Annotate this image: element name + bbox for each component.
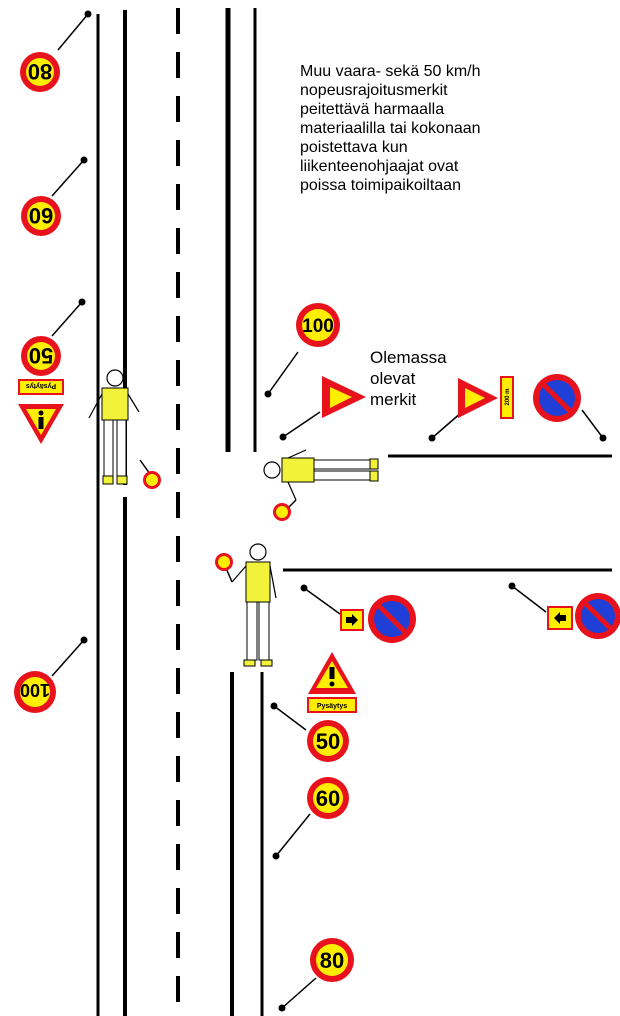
speed-60-text: 60 <box>316 786 340 811</box>
sign-post <box>264 351 299 398</box>
sign-post <box>57 10 92 51</box>
give-way-sign-with-distance: 200 m <box>458 376 514 419</box>
stop-paddle <box>215 553 233 583</box>
existing-line: merkit <box>370 390 417 409</box>
speed-limit-80-sign: 80 <box>310 938 354 982</box>
sign-post <box>508 582 547 613</box>
note-line: liikenteenohjaajat ovat <box>300 158 459 175</box>
note-line: nopeusrajoitusmerkit <box>300 82 448 99</box>
note-line: poissa toimipaikoiltaan <box>300 177 461 194</box>
speed-limit-60-sign-reversed: 60 <box>21 196 61 236</box>
sign-post <box>51 298 86 337</box>
traffic-controller-figure <box>231 543 277 667</box>
speed-50-text: 50 <box>29 343 53 368</box>
road-markings <box>96 8 612 1016</box>
instruction-note: Muu vaara- sekä 50 km/h nopeusrajoitusme… <box>300 62 580 195</box>
speed-limit-100-sign-reversed: 100 <box>14 671 56 713</box>
speed-80-text: 80 <box>28 59 52 84</box>
speed-limit-100-sign: 100 <box>296 303 340 347</box>
distance-plate-text: 200 m <box>505 388 511 405</box>
speed-100-text: 100 <box>302 316 334 337</box>
speed-limit-60-sign: 60 <box>307 777 349 819</box>
speed-limit-50-sign-reversed: 50 <box>21 336 61 376</box>
sign-post <box>581 409 607 442</box>
note-line: peitettävä harmaalla <box>300 101 445 118</box>
sign-post <box>279 411 321 441</box>
note-line: materiaalilla tai kokonaan <box>300 120 481 137</box>
note-line: Muu vaara- sekä 50 km/h <box>300 63 481 80</box>
warning-triangle-sign-reversed <box>18 404 64 444</box>
sign-post <box>270 702 307 731</box>
speed-100-text: 100 <box>20 680 50 700</box>
speed-60-text: 60 <box>29 203 53 228</box>
speed-80-text: 80 <box>320 948 344 973</box>
speed-limit-80-sign-reversed: 80 <box>20 52 60 92</box>
existing-signs-label: Olemassa olevat merkit <box>370 347 447 410</box>
no-parking-sign <box>533 374 581 422</box>
note-line: poistettava kun <box>300 139 408 156</box>
warning-triangle-sign <box>308 652 356 694</box>
stop-label-text: Pysäytys <box>317 703 347 710</box>
give-way-sign-rotated <box>322 376 366 418</box>
sign-post <box>300 584 341 615</box>
arrow-right-plate <box>340 609 364 631</box>
sign-post <box>278 977 317 1012</box>
stop-label-plate-reversed: Pysäytys <box>18 379 64 395</box>
speed-limit-50-sign: 50 <box>307 720 349 762</box>
speed-50-text: 50 <box>316 729 340 754</box>
traffic-controller-figure <box>263 449 379 501</box>
existing-line: Olemassa <box>370 348 447 367</box>
stop-label-text: Pysäytys <box>26 382 56 389</box>
stop-label-plate: Pysäytys <box>307 697 357 713</box>
no-parking-sign <box>368 595 416 643</box>
stop-paddle <box>139 459 161 489</box>
sign-post <box>51 636 88 677</box>
existing-line: olevat <box>370 369 416 388</box>
sign-post <box>51 156 88 197</box>
traffic-controller-figure <box>88 369 140 485</box>
arrow-left-plate <box>547 606 573 630</box>
sign-post <box>272 813 311 860</box>
stop-paddle <box>273 499 297 521</box>
no-parking-sign <box>575 593 620 639</box>
sign-post <box>428 411 463 442</box>
